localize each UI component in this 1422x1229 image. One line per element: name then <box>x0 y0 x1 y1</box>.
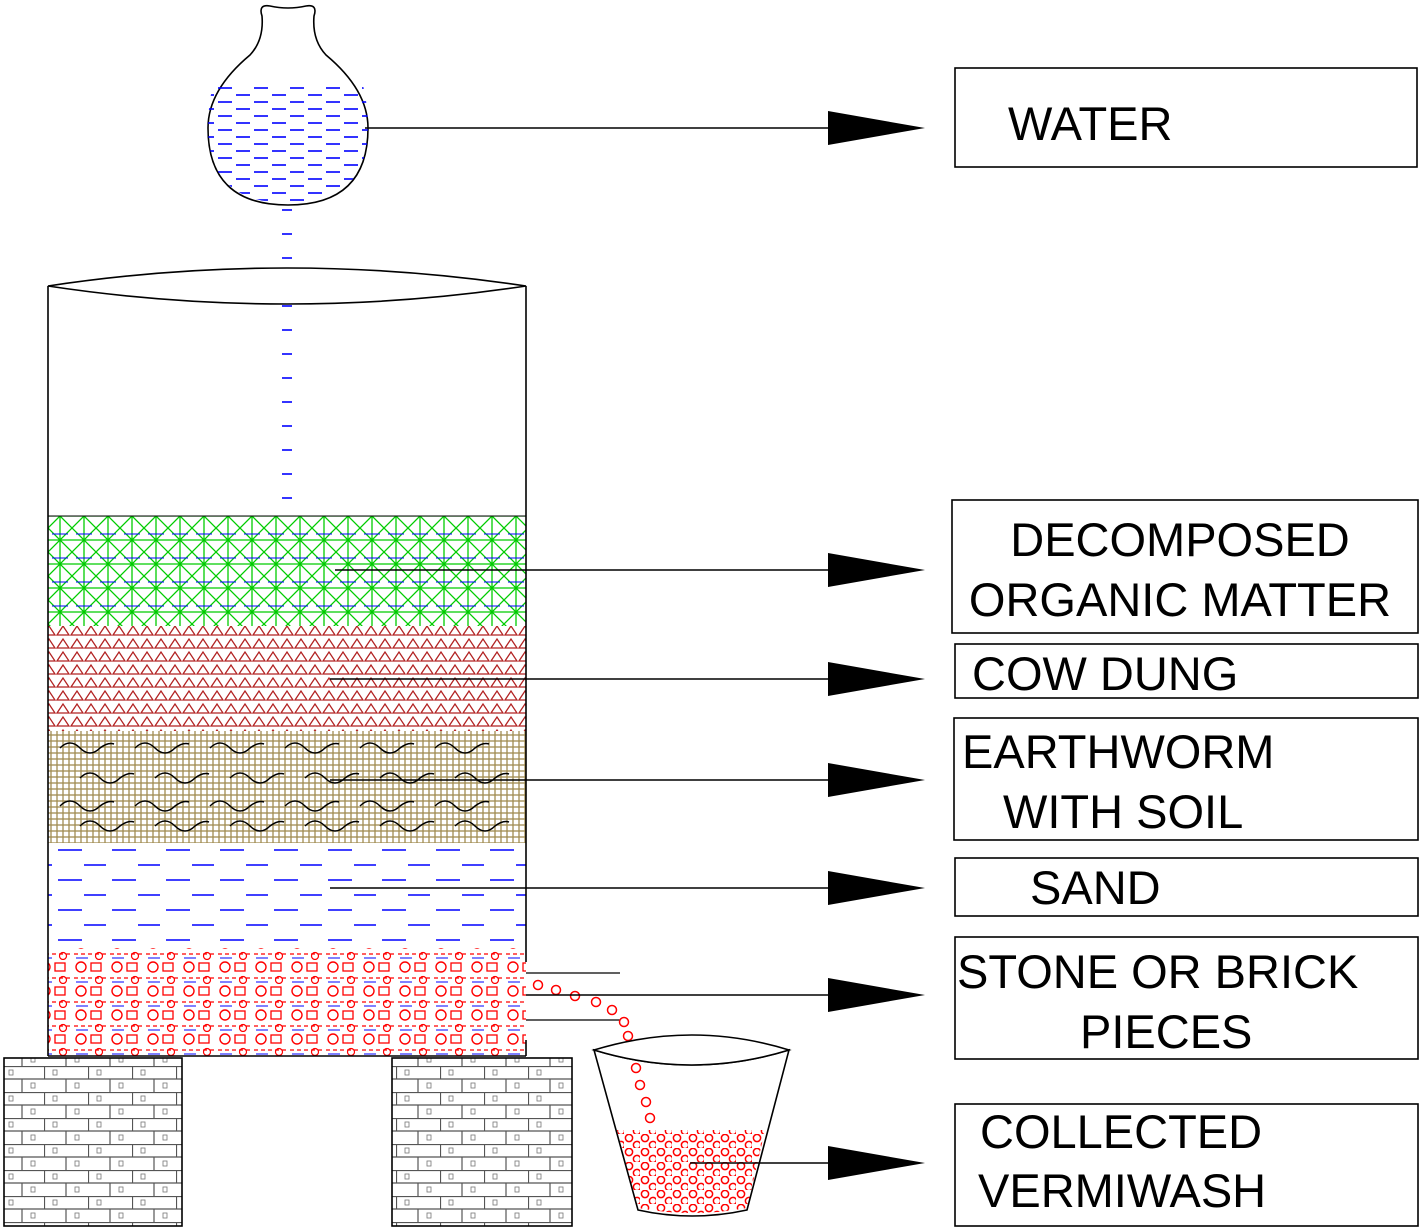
earthworm <box>359 800 415 812</box>
arrow-head-organic <box>828 553 925 587</box>
vermiwash-drop <box>532 979 544 991</box>
label-stone-or-brick-pieces: STONE OR BRICK PIECES <box>954 936 1419 1060</box>
earthworm <box>359 742 415 754</box>
label-cow-dung-text: COW DUNG <box>972 647 1238 700</box>
earthworm <box>59 800 115 812</box>
brick-support-left <box>3 1057 183 1227</box>
container-lid <box>47 267 527 305</box>
layer-sand <box>48 843 526 948</box>
earthworm <box>59 742 115 754</box>
label-stone-line2: PIECES <box>1080 1005 1252 1058</box>
vermiwash-drop <box>569 990 581 1002</box>
earthworm <box>284 800 340 812</box>
water-stream <box>282 209 292 499</box>
vermiwash-drop <box>590 996 602 1008</box>
earthworm <box>154 772 210 784</box>
earthworm <box>134 742 190 754</box>
vermiwash-drop <box>644 1112 656 1124</box>
earthworm <box>454 820 510 832</box>
vermiwash-drop <box>618 1016 630 1028</box>
label-sand: SAND <box>954 857 1419 917</box>
layer-earthworm-with-soil <box>48 731 526 843</box>
earthworms <box>59 742 510 832</box>
label-earthworm-line1: EARTHWORM <box>962 725 1274 778</box>
layer-stone-or-brick-pieces <box>48 948 526 1056</box>
earthworm <box>304 820 360 832</box>
vermiwash-flow <box>532 979 656 1124</box>
collecting-cup <box>591 1034 792 1217</box>
vermiwash-drop <box>634 1079 646 1091</box>
layer-decomposed-organic-matter <box>48 516 526 626</box>
earthworm <box>154 820 210 832</box>
label-earthworm-line2: WITH SOIL <box>1003 785 1243 838</box>
arrow-head-earthworm <box>828 763 925 797</box>
earthworm <box>304 772 360 784</box>
arrow-head-cow-dung <box>828 662 925 696</box>
vermiwash-drop <box>550 984 562 996</box>
label-organic-line1: DECOMPOSED <box>1010 513 1350 566</box>
earthworm <box>229 772 285 784</box>
label-vermiwash-line1: COLLECTED <box>980 1105 1262 1158</box>
label-water: WATER <box>954 67 1418 168</box>
arrow-head-vermiwash <box>828 1146 925 1180</box>
earthworm <box>229 820 285 832</box>
label-stone-line1: STONE OR BRICK <box>957 945 1358 998</box>
label-sand-text: SAND <box>1030 861 1161 914</box>
vermiwash-drop <box>622 1030 634 1042</box>
label-collected-vermiwash: COLLECTED VERMIWASH <box>954 1103 1419 1227</box>
earthworm <box>379 820 435 832</box>
earthworm <box>209 800 265 812</box>
arrow-head-sand <box>828 871 925 905</box>
label-organic-line2: ORGANIC MATTER <box>969 573 1391 626</box>
arrow-head-water <box>828 111 925 145</box>
earthworm <box>379 772 435 784</box>
vermiwash-drop <box>640 1096 652 1108</box>
vermiwash-container <box>47 267 620 1057</box>
vermiwash-drop <box>606 1004 618 1016</box>
label-cow-dung: COW DUNG <box>954 643 1419 700</box>
cup-vermiwash <box>617 1130 765 1213</box>
earthworm <box>434 800 490 812</box>
earthworm <box>209 742 265 754</box>
brick-support-right <box>391 1057 573 1227</box>
cup-rim <box>591 1034 792 1066</box>
label-earthworm-with-soil: EARTHWORM WITH SOIL <box>953 717 1419 841</box>
label-decomposed-organic-matter: DECOMPOSED ORGANIC MATTER <box>951 499 1419 634</box>
label-water-text: WATER <box>1008 97 1172 150</box>
arrow-head-stone <box>828 978 925 1012</box>
earthworm <box>434 742 490 754</box>
earthworm <box>454 772 510 784</box>
earthworm <box>134 800 190 812</box>
flask-water <box>208 85 368 203</box>
label-vermiwash-line2: VERMIWASH <box>978 1164 1266 1217</box>
earthworm <box>79 820 135 832</box>
earthworm <box>79 772 135 784</box>
leader-arrows <box>330 111 925 1180</box>
water-flask <box>207 4 369 206</box>
earthworm <box>284 742 340 754</box>
vermiwash-drop <box>630 1062 642 1074</box>
